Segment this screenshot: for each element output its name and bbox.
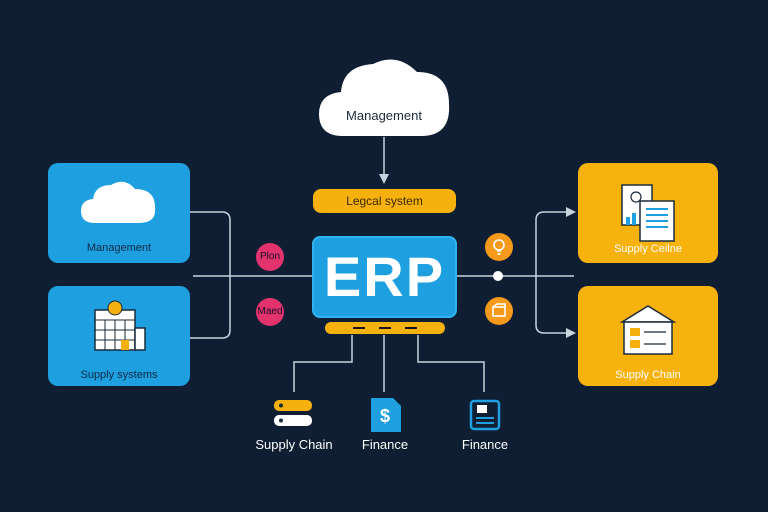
card-supply-chain: Supply Chain (578, 286, 718, 386)
bottom-finance-label: Finance (361, 437, 409, 452)
pink-badge-top: Plon (256, 243, 284, 271)
cloud-icon (319, 59, 450, 136)
server-icon (274, 400, 312, 426)
card-supply-systems: Supply systems (48, 286, 190, 386)
card-management-label: Management (86, 242, 152, 254)
erp-label: ERP (323, 245, 446, 308)
card-management: Management (48, 163, 190, 263)
lightbulb-icon (493, 239, 505, 255)
calendar-icon (94, 300, 146, 351)
pink-badge-top-label: Plon (259, 251, 280, 262)
legacy-system-pill: Legcal system (313, 189, 456, 213)
cloud-icon (81, 181, 156, 223)
dollar-document-icon: $ (371, 398, 401, 432)
box-badge (485, 297, 513, 325)
cash-register-icon (469, 399, 501, 431)
card-supply-chain-label: Supply Chain (615, 369, 681, 381)
card-supply-ceilne: Supply Ceilne (578, 163, 718, 263)
card-supply-ceilne-label: Supply Ceilne (614, 243, 682, 255)
pink-badge-bottom-label: Maed (257, 306, 283, 317)
cloud-top-label: Management (346, 108, 422, 123)
card-supply-systems-label: Supply systems (80, 369, 158, 381)
erp-bar (325, 322, 445, 334)
warehouse-icon (619, 305, 677, 355)
cloud-top: Management (313, 48, 455, 140)
bulb-badge (485, 233, 513, 261)
bottom-finance-right-label: Finance (461, 437, 509, 452)
box-icon (492, 303, 506, 317)
bottom-supply-chain-label: Supply Chain (255, 437, 333, 452)
svg-text:$: $ (380, 406, 390, 426)
legacy-system-label: Legcal system (346, 194, 423, 208)
erp-block: ERP (312, 236, 457, 318)
pink-badge-bottom: Maed (256, 298, 284, 326)
documents-icon (621, 184, 675, 242)
